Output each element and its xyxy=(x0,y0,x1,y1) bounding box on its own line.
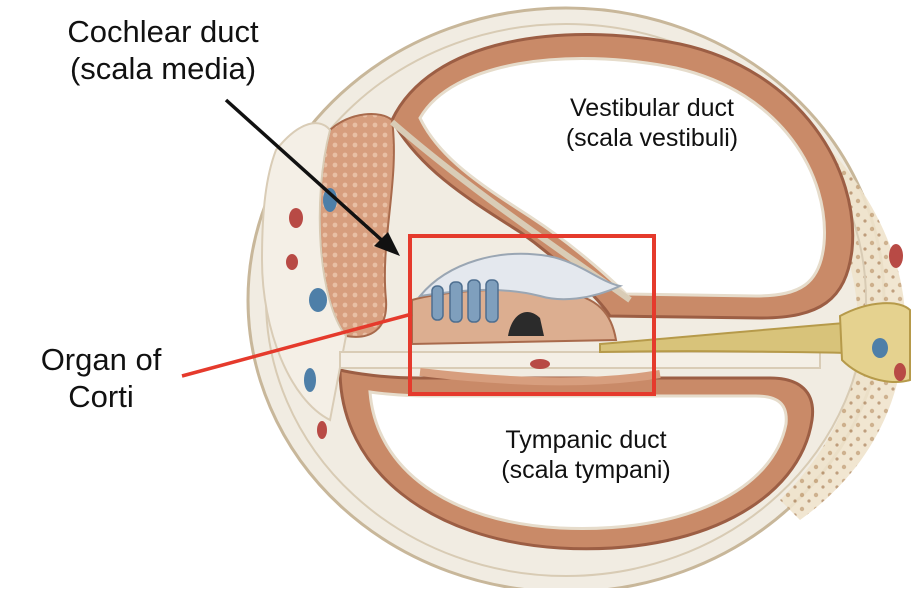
cochlear-duct-arrowhead xyxy=(374,232,400,256)
scala-vestibuli-lumen xyxy=(418,57,826,298)
cochlear-duct-label-line2: (scala media) xyxy=(69,50,257,86)
organ-of-corti-label-line2: Corti xyxy=(68,378,134,414)
spiral-ligament xyxy=(260,122,348,422)
cochlear-duct-arrow xyxy=(224,98,388,246)
tunnel-of-corti xyxy=(508,312,544,336)
tympanic-duct-label: Tympanic duct (scala tympani) xyxy=(468,426,704,485)
tympanic-duct-label-line1: Tympanic duct xyxy=(505,426,667,454)
organ-of-corti-label-line1: Organ of xyxy=(40,342,162,377)
cochlear-duct-label: Cochlear duct (scala media) xyxy=(38,14,288,87)
blood-vessels xyxy=(286,188,906,439)
organ-of-corti-leader-line xyxy=(181,312,413,378)
spongy-bone-right xyxy=(780,120,905,520)
organ-of-corti-label: Organ of Corti xyxy=(6,342,196,415)
vestibular-duct-label-line1: Vestibular duct xyxy=(570,94,734,122)
vestibular-duct-label-line2: (scala vestibuli) xyxy=(565,123,739,152)
tympanic-lining xyxy=(419,368,661,386)
hair-cells xyxy=(431,279,499,323)
basilar-membrane xyxy=(339,351,821,369)
tympanic-duct-label-line2: (scala tympani) xyxy=(501,455,671,484)
cochlear-duct-label-line1: Cochlear duct xyxy=(67,14,259,49)
vestibular-duct-label: Vestibular duct (scala vestibuli) xyxy=(518,94,786,153)
